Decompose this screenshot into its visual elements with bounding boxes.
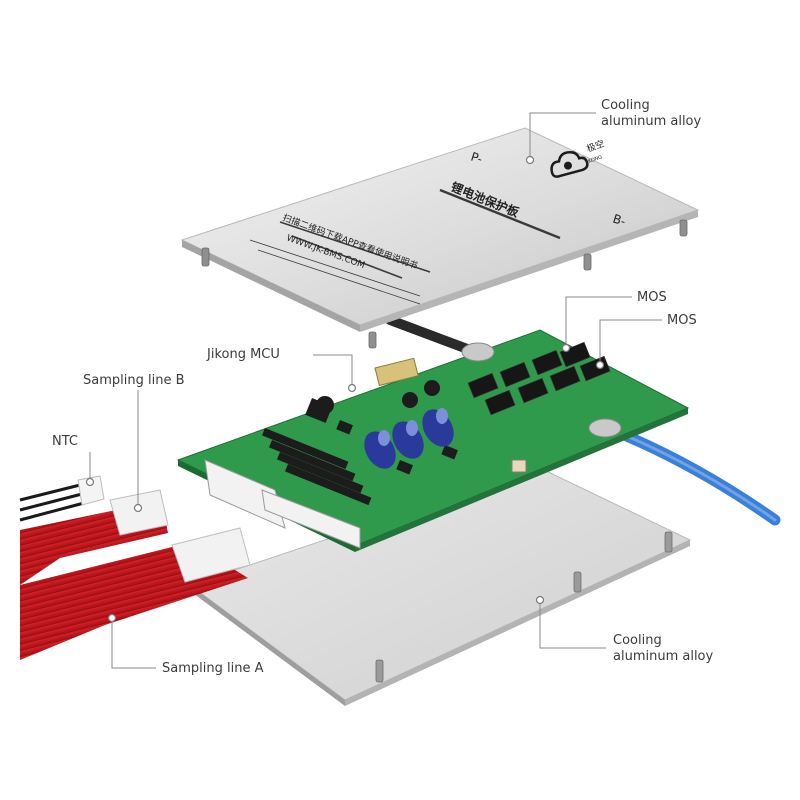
- black-power-cable: [385, 315, 475, 355]
- label-cooling-top-line2: aluminum alloy: [601, 114, 702, 129]
- label-cooling-bottom-line2: aluminum alloy: [613, 649, 714, 664]
- bottom-plate-standoffs: [375, 531, 673, 683]
- mcu-crystal: [374, 357, 419, 387]
- label-sampling-line-a: Sampling line A: [162, 661, 264, 676]
- ntc-cable: [19, 475, 105, 522]
- header-connector-b: [261, 489, 361, 549]
- label-cooling-bottom: Cooling aluminum alloy: [613, 633, 713, 665]
- label-ntc: NTC: [52, 434, 78, 449]
- pcb-board: [176, 329, 690, 552]
- terminal-top: [461, 342, 495, 362]
- plate-print-line: [279, 221, 431, 273]
- label-cooling-top-line1: Cooling: [601, 98, 650, 113]
- label-sampling-line-b: Sampling line B: [83, 373, 185, 388]
- jikong-logo: [550, 151, 589, 178]
- leader-dots: [85, 155, 605, 623]
- leader-lines: [89, 112, 662, 669]
- plate-p-minus: P-: [469, 150, 484, 167]
- capacitors: [364, 408, 454, 469]
- plate-b-minus: B-: [611, 212, 627, 229]
- top-plate-standoffs: [201, 219, 688, 349]
- label-jikong-mcu: Jikong MCU: [207, 347, 280, 362]
- sampling-line-a-cable: [20, 527, 251, 660]
- label-mos-1: MOS: [637, 290, 667, 305]
- terminal-right: [588, 418, 622, 438]
- label-mos-2: MOS: [667, 313, 697, 328]
- top-cooling-plate: [180, 127, 700, 349]
- label-cooling-bottom-line1: Cooling: [613, 633, 662, 648]
- bottom-cooling-plate: [188, 467, 692, 706]
- plate-brand: 极空: [585, 137, 606, 154]
- sampling-line-b-cable: [20, 489, 169, 585]
- header-connector-a: [204, 459, 286, 529]
- label-cooling-top: Cooling aluminum alloy: [601, 98, 701, 130]
